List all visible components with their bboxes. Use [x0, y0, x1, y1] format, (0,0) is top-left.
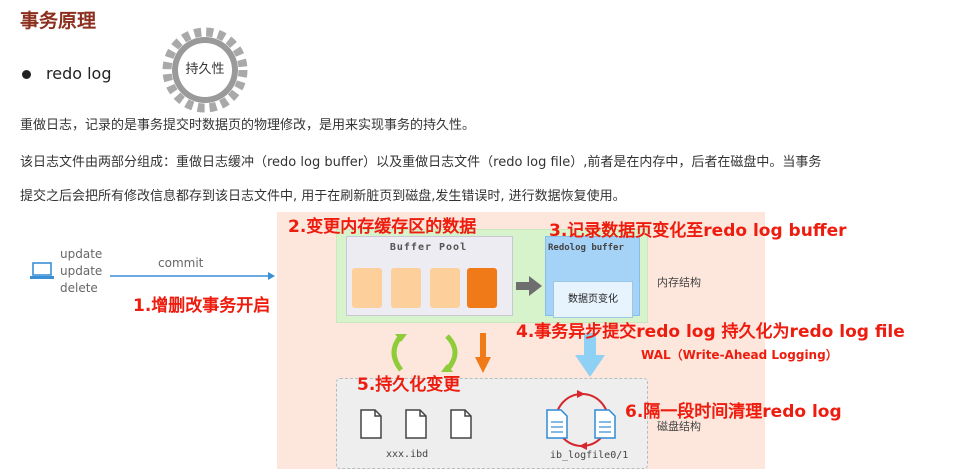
paragraph-3: 提交之后会把所有修改信息都存到该日志文件中, 用于在刷新脏页到磁盘,发生错误时,…	[20, 189, 626, 204]
log-cycle-icon	[541, 388, 623, 456]
gear-icon	[160, 27, 250, 113]
buffer-page	[352, 268, 382, 308]
commit-label: commit	[158, 256, 204, 270]
log-file-label: ib_logfile0/1	[550, 450, 629, 461]
arrow-down-blue-icon	[575, 333, 605, 381]
dirty-page	[467, 268, 497, 308]
arrow-right-icon	[516, 276, 542, 300]
step-5-label: 5.持久化变更	[357, 375, 461, 395]
paragraph-2: 该日志文件由两部分组成：重做日志缓冲（redo log buffer）以及重做日…	[20, 155, 822, 170]
file-icon	[405, 409, 427, 443]
file-icon	[450, 409, 472, 443]
operation-update-2: update	[60, 264, 103, 278]
redolog-buffer-title: Redolog buffer	[548, 243, 624, 253]
step-2-label: 2.变更内存缓存区的数据	[288, 217, 477, 237]
sync-arrows-icon	[385, 332, 467, 378]
file-icon	[360, 409, 382, 443]
disk-structure-label: 磁盘结构	[657, 420, 701, 433]
operation-delete: delete	[60, 281, 98, 295]
buffer-page	[430, 268, 460, 308]
step-3-label: 3.记录数据页变化至redo log buffer	[549, 221, 847, 241]
laptop-icon	[30, 262, 54, 284]
paragraph-1: 重做日志，记录的是事务提交时数据页的物理修改，是用来实现事务的持久性。	[20, 118, 476, 133]
page-title: 事务原理	[20, 10, 97, 32]
step-4-label: 4.事务异步提交redo log 持久化为redo log file	[516, 322, 905, 342]
bullet-text: redo log	[46, 64, 112, 83]
arrow-down-icon	[475, 333, 491, 377]
commit-arrow	[110, 266, 275, 285]
step-6-label: 6.隔一段时间清理redo log	[625, 402, 842, 422]
buffer-pool-title: Buffer Pool	[389, 242, 468, 253]
data-file-label: xxx.ibd	[386, 449, 429, 460]
bullet-dot	[22, 70, 31, 79]
wal-label: WAL（Write-Ahead Logging）	[641, 348, 838, 362]
data-page-change: 数据页变化	[553, 281, 633, 318]
memory-structure-label: 内存结构	[657, 276, 701, 289]
operation-update-1: update	[60, 247, 103, 261]
buffer-page	[391, 268, 421, 308]
step-1-label: 1.增删改事务开启	[133, 296, 271, 316]
gear-label: 持久性	[185, 62, 225, 77]
